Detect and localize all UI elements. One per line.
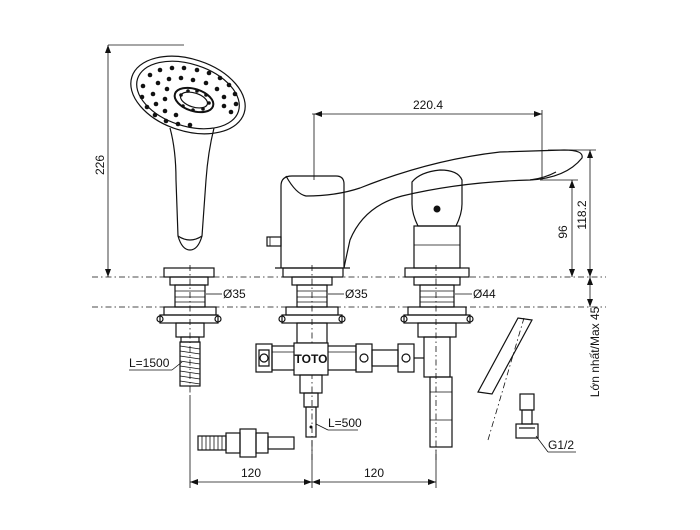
supply-connector bbox=[197, 428, 295, 458]
dim-spout-reach bbox=[312, 110, 543, 180]
label-diameter-diverter: Ø35 bbox=[345, 287, 368, 301]
label-diameter-handshower: Ø35 bbox=[223, 287, 246, 301]
separate-pipe-assembly bbox=[477, 317, 539, 441]
dim-spacing bbox=[189, 395, 437, 488]
handshower-holder bbox=[156, 267, 222, 343]
label-118-2: 118.2 bbox=[575, 200, 589, 229]
mixing-body: TOTO bbox=[255, 342, 424, 438]
brand-label: TOTO bbox=[295, 352, 328, 366]
leader-thread bbox=[535, 435, 576, 453]
spray-nozzles bbox=[139, 65, 239, 128]
label-spacing-right: 120 bbox=[364, 466, 384, 480]
dim-handshower-height bbox=[105, 44, 184, 277]
label-96: 96 bbox=[556, 225, 570, 239]
label-thread-size: G1/2 bbox=[548, 438, 574, 452]
label-diameter-spout: Ø44 bbox=[473, 287, 496, 301]
label-226: 226 bbox=[93, 155, 107, 175]
label-spacing-left: 120 bbox=[241, 466, 261, 480]
leader-hose-500 bbox=[315, 423, 358, 431]
label-max-45: Lớn nhất/Max 45 bbox=[588, 306, 602, 397]
center-ring-nozzles bbox=[179, 89, 211, 112]
spout bbox=[285, 149, 583, 448]
dim-spout-height-total bbox=[548, 149, 596, 277]
label-hose-500: L=500 bbox=[328, 416, 362, 430]
dim-spout-height-outlet bbox=[540, 179, 578, 277]
label-220-4: 220.4 bbox=[413, 98, 443, 112]
leader-hose-1500 bbox=[129, 361, 183, 371]
label-hose-1500: L=1500 bbox=[129, 356, 170, 370]
dim-max-deck-thickness bbox=[587, 277, 593, 307]
hand-shower bbox=[130, 55, 246, 251]
diverter-body bbox=[266, 175, 350, 344]
